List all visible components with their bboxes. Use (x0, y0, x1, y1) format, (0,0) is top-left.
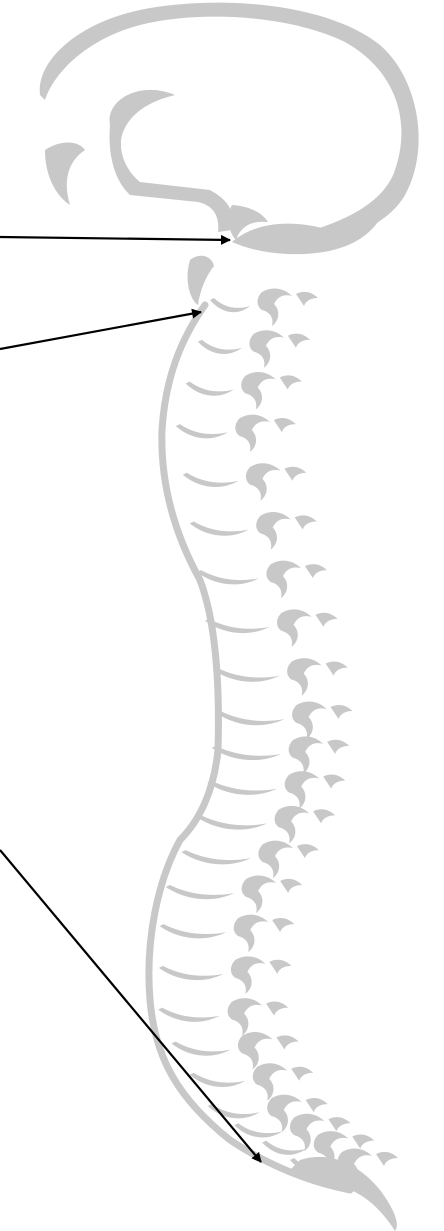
vertebra-body (197, 815, 267, 829)
vertebra-process (228, 998, 263, 1035)
vertebra-process (241, 372, 276, 409)
vertebra-process (234, 915, 269, 952)
vertebra-process (258, 841, 293, 878)
spinous-process (316, 613, 338, 627)
vertebra-body (197, 570, 259, 584)
vertebrae-group (158, 289, 398, 1186)
skull (40, 3, 419, 255)
vertebra-body (166, 885, 234, 899)
vertebra-body (186, 381, 234, 395)
vertebra-process (287, 658, 322, 695)
vertebra-process (235, 415, 270, 452)
jaw (45, 143, 85, 206)
spinous-process (323, 775, 345, 789)
spinous-process (274, 418, 296, 432)
neck-soft-tissue (188, 256, 214, 305)
spinous-process (288, 334, 310, 348)
spinous-process (284, 467, 306, 481)
spinous-process (280, 879, 302, 893)
spinous-process (328, 1117, 350, 1131)
spinous-process (331, 705, 353, 719)
spinous-process (296, 292, 318, 306)
vertebra-body (172, 1041, 231, 1055)
vertebra-body (234, 1123, 282, 1137)
spinous-process (313, 809, 335, 823)
vertebra-body (216, 711, 284, 725)
spinous-process (266, 1001, 288, 1015)
skull-base-arrow (0, 237, 230, 240)
arrows-group (0, 237, 261, 1162)
vertebra-process (256, 512, 291, 549)
vertebra-process (242, 875, 277, 912)
vertebra-body (212, 746, 281, 760)
vertebra-process (231, 956, 266, 993)
vertebra-process (258, 289, 293, 326)
vertebra-body (176, 424, 228, 438)
vertebra-body (207, 781, 277, 795)
spinous-process (297, 844, 319, 858)
vertebra-body (182, 850, 251, 864)
vertebra-process (275, 806, 310, 843)
vertebra-process (266, 561, 301, 598)
vertebra-body (213, 668, 280, 682)
vertebra-process (289, 736, 324, 773)
vertebra-body (183, 473, 239, 487)
vertebra-body (262, 1141, 306, 1155)
vertebra-body (198, 340, 242, 354)
vertebra-body (160, 924, 227, 938)
spinous-process (272, 918, 294, 932)
spinous-process (295, 515, 317, 529)
vertebra-process (277, 609, 312, 646)
spinal-column (149, 256, 398, 1231)
spinous-process (280, 375, 302, 389)
spinous-process (376, 1152, 398, 1166)
vertebra-process (246, 463, 281, 500)
spinous-process (352, 1135, 374, 1149)
vertebra-process (285, 771, 320, 808)
vertebra-body (159, 966, 224, 980)
vertebra-body (158, 1008, 220, 1022)
spinous-process (269, 960, 291, 974)
spinous-process (305, 564, 327, 578)
vertebra-process (292, 702, 327, 739)
skull-face (110, 90, 233, 232)
vertebra-body (190, 521, 249, 535)
vertebra-body (190, 1073, 246, 1087)
spinous-process (291, 1067, 313, 1081)
spinous-process (327, 740, 349, 754)
spinous-process (326, 661, 348, 675)
spinous-process (306, 1098, 328, 1112)
vertebra-process (249, 330, 284, 367)
spinous-process (276, 1035, 298, 1049)
vertebra-body (210, 298, 250, 312)
upper-cervical-arrow (0, 312, 201, 349)
